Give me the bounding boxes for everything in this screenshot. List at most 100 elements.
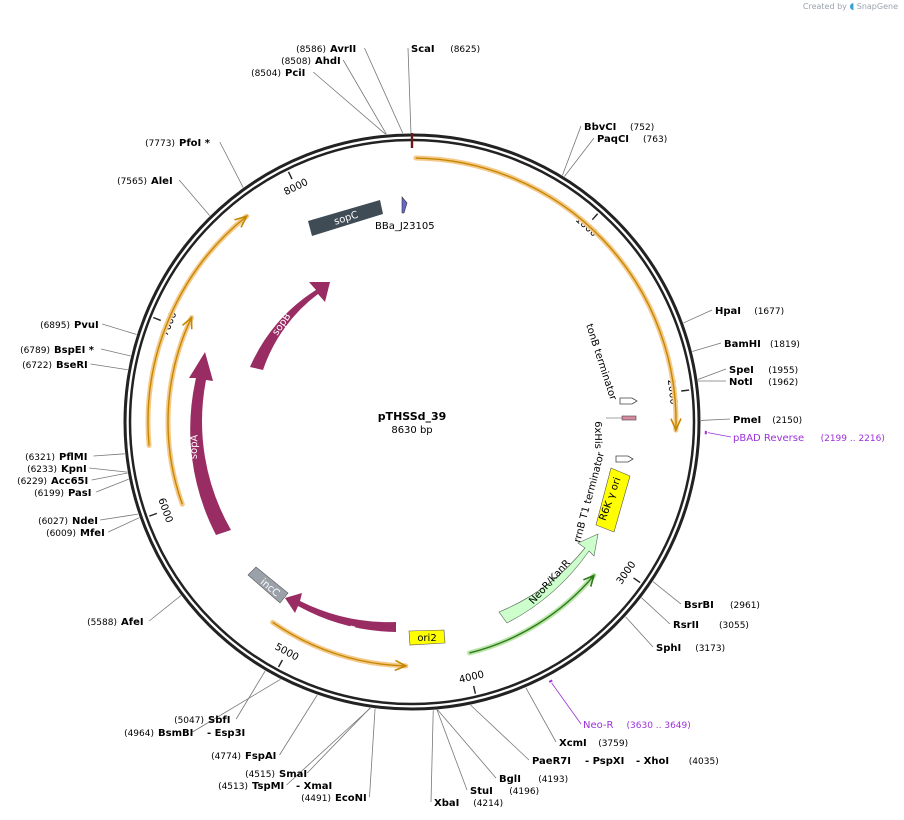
site-AhdI[interactable]: AhdI(8508): [281, 56, 341, 67]
orf-arc-1-head: [670, 418, 682, 433]
site-SmaI[interactable]: SmaI(4515): [245, 769, 307, 780]
site-PciI[interactable]: PciI(8504): [251, 68, 305, 79]
tick-8000: [287, 171, 293, 180]
site-pos-BseRI: (6722): [22, 361, 52, 371]
feature-sopB[interactable]: sopB: [250, 282, 330, 370]
site-PasI[interactable]: PasI(6199): [34, 488, 91, 499]
site-BsrBI[interactable]: BsrBI(2961): [684, 600, 760, 611]
feature-tonB[interactable]: tonB terminator: [583, 323, 638, 405]
site-XcmI[interactable]: XcmI(3759): [559, 738, 628, 749]
site-name-SpeI: SpeI: [729, 365, 754, 376]
orf-arc-1-line: [415, 157, 677, 431]
r6k-shape: [595, 467, 631, 533]
site-pos-EcoNI: (4491): [301, 794, 331, 804]
site-FspAI[interactable]: FspAI(4774): [211, 751, 276, 762]
feature-6xHis[interactable]: 6xHis: [592, 415, 637, 449]
site-pos-BsmBI: (4964): [124, 729, 154, 739]
tick-label-8000: 8000: [282, 177, 310, 198]
site-MfeI[interactable]: MfeI(6009): [46, 528, 105, 539]
site-name-StuI: StuI: [470, 786, 493, 797]
plasmid-length: 8630 bp: [391, 425, 432, 436]
site-name-XmaI: - XmaI: [296, 781, 332, 792]
site-SphI[interactable]: SphI(3173): [656, 643, 725, 654]
ori2-label: ori2: [417, 633, 436, 644]
site-HpaI[interactable]: HpaI(1677): [715, 306, 784, 317]
site-AvrII[interactable]: AvrII(8586): [296, 44, 356, 55]
site-Acc65I[interactable]: Acc65I(6229): [17, 476, 88, 487]
site-pos-PmeI: (2150): [772, 416, 802, 426]
primer-labels: pBAD Reverse (2199 .. 2216) Neo-R(3630 .. …: [548, 430, 885, 731]
site-pos-NdeI: (6027): [38, 517, 68, 527]
site-NdeI[interactable]: NdeI(6027): [38, 516, 98, 527]
rrnB-label: rrnB T1 terminator: [572, 450, 607, 544]
site-pos-NotI: (1962): [768, 378, 798, 388]
site-AleI[interactable]: AleI(7565): [117, 176, 173, 187]
site-BamHI[interactable]: BamHI(1819): [724, 339, 800, 350]
primer-range-pBADReverse: (2199 .. 2216): [821, 434, 885, 444]
site-BseRI[interactable]: BseRI (6722): [22, 360, 88, 371]
site-name-TspMI: TspMI: [252, 781, 284, 792]
site-leader-SpeI: [697, 368, 727, 380]
site-RsrII[interactable]: RsrII(3055): [673, 620, 749, 631]
site-name-BsmBI: BsmBI: [158, 728, 193, 739]
tick-6000: [149, 512, 158, 517]
site-XmaI[interactable]: - XmaI: [296, 781, 332, 792]
site-name-BbvCI: BbvCI: [584, 122, 616, 133]
site-pos-BglI: (4193): [538, 775, 568, 785]
feature-repE[interactable]: repE: [285, 593, 396, 637]
site-PflMI[interactable]: PflMI(6321): [25, 452, 87, 463]
orf-arc-1-glow: [413, 155, 679, 433]
site-leader-BbvCI: [562, 125, 582, 176]
site-name-BseRI: BseRI: [56, 360, 88, 371]
primer-name-pBADReverse: pBAD Reverse: [733, 433, 804, 444]
feature-ori2[interactable]: ori2: [408, 629, 446, 646]
primer-mark-NeoR: [548, 679, 553, 683]
site-PspXI[interactable]: - PspXI: [585, 756, 624, 767]
site-StuI[interactable]: StuI(4196): [470, 786, 539, 797]
site-BglI[interactable]: BglI(4193): [499, 774, 568, 785]
site-PaqCI[interactable]: PaqCI(763): [597, 134, 667, 145]
site-TspMI[interactable]: TspMI(4513): [218, 781, 284, 792]
BBa_J23105-label: BBa_J23105: [375, 221, 435, 232]
site-BbvCI[interactable]: BbvCI(752): [584, 122, 654, 133]
site-PvuI[interactable]: PvuI(6895): [40, 320, 99, 331]
feature-NeoR-KanR[interactable]: NeoR/KanR: [498, 533, 599, 624]
site-name-XhoI: - XhoI: [636, 756, 669, 767]
site-leader-AhdI: [342, 59, 387, 135]
primer-pBADReverse[interactable]: pBAD Reverse (2199 .. 2216): [704, 430, 885, 444]
site-XbaI[interactable]: XbaI(4214): [434, 798, 503, 809]
site-leader-PfoI: [219, 141, 244, 188]
site-pos-BsrBI: (2961): [730, 601, 760, 611]
feature-sopC[interactable]: sopC: [308, 200, 383, 236]
primer-leader-pBADReverse: [707, 432, 732, 438]
site-XhoI[interactable]: - XhoI(4035): [636, 756, 719, 767]
feature-incC[interactable]: incC: [247, 566, 289, 604]
site-Esp3I[interactable]: - Esp3I: [207, 728, 245, 739]
orf-arc-1: [413, 155, 682, 433]
sopA-label: sopA: [189, 434, 201, 459]
site-KpnI[interactable]: KpnI(6233): [27, 464, 87, 475]
site-BspEI[interactable]: BspEI *(6789): [20, 345, 95, 356]
feature-R6K-ori[interactable]: R6K γ ori: [595, 467, 631, 533]
site-SbfI[interactable]: SbfI(5047): [174, 715, 230, 726]
feature-BBa_J23105[interactable]: BBa_J23105: [375, 196, 435, 232]
site-name-PciI: PciI: [285, 68, 305, 79]
site-BsmBI[interactable]: BsmBI (4964): [124, 728, 193, 739]
feature-sopA[interactable]: sopA: [189, 352, 231, 535]
primer-NeoR[interactable]: Neo-R(3630 .. 3649): [548, 679, 691, 731]
site-pos-PaqCI: (763): [643, 135, 667, 145]
site-SpeI[interactable]: SpeI(1955): [729, 365, 798, 376]
orf-arcs: [145, 155, 682, 672]
tick-5000: [277, 659, 283, 668]
site-ScaI[interactable]: ScaI(8625): [411, 44, 480, 55]
site-leader-PflMI: [93, 453, 125, 457]
site-PmeI[interactable]: PmeI(2150): [733, 415, 802, 426]
site-PaeR7I[interactable]: PaeR7I: [532, 756, 571, 767]
site-EcoNI[interactable]: EcoNI(4491): [301, 793, 367, 804]
site-NotI[interactable]: NotI(1962): [729, 377, 798, 388]
tick-1000: [591, 213, 599, 221]
site-PfoI[interactable]: PfoI *(7773): [145, 138, 211, 149]
site-AfeI[interactable]: AfeI(5588): [87, 617, 144, 628]
orf-arc-neo-head: [583, 574, 596, 587]
